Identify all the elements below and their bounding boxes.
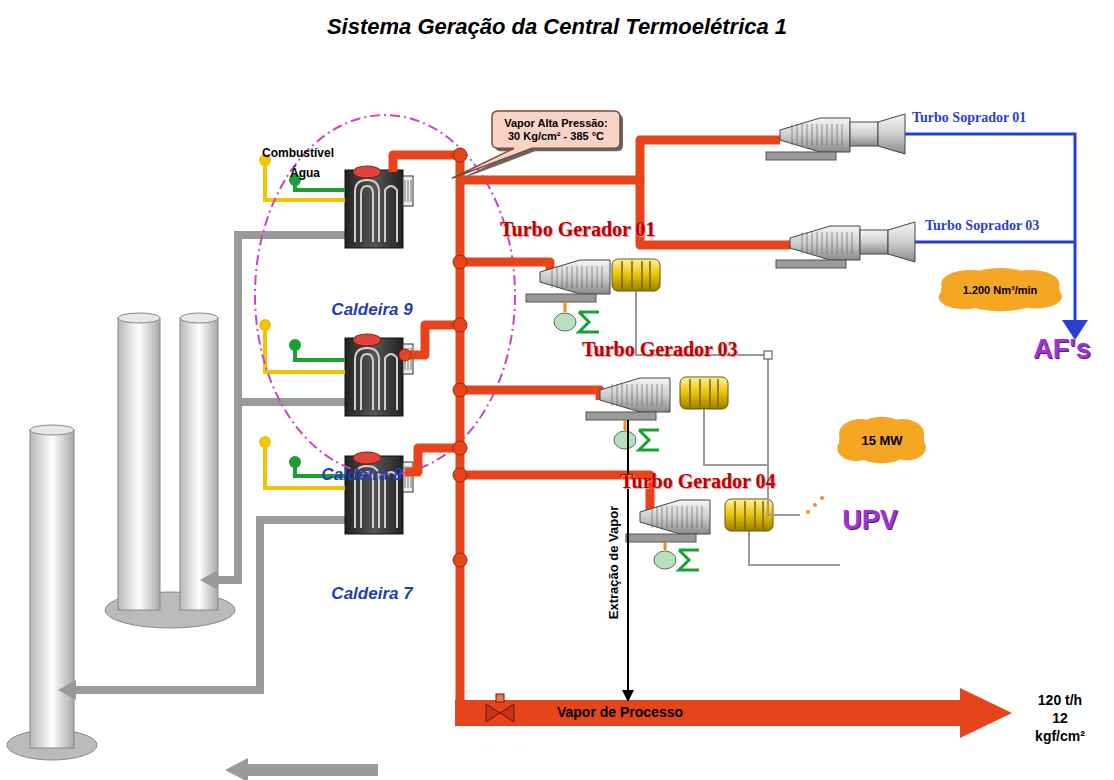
blower-turbine xyxy=(766,118,850,160)
cloud-node: 1.200 Nm³/min xyxy=(941,270,1060,310)
air-lines xyxy=(905,134,1075,322)
boiler-symbol xyxy=(345,452,413,534)
boiler-symbol xyxy=(345,334,413,416)
steam-pipes xyxy=(393,140,790,713)
callout-box: Vapor Alta Pressão: 30 Kg/cm² - 385 °C xyxy=(492,111,620,148)
flue-arrowheads xyxy=(58,570,378,780)
extraction-line xyxy=(627,420,629,694)
pressure-unit: kgf/cm² xyxy=(1035,728,1085,744)
destination-label: AF's xyxy=(1033,334,1090,365)
power-lines xyxy=(636,291,840,565)
condensate-pump xyxy=(554,312,599,332)
generator-turbine xyxy=(586,378,670,420)
boiler-symbol xyxy=(345,166,413,248)
generator xyxy=(680,377,728,409)
generator xyxy=(725,499,773,531)
blower-label: Turbo Soprador 03 xyxy=(925,218,1039,234)
fuel-water-dots xyxy=(259,154,301,468)
process-steam-label: Vapor de Processo xyxy=(557,704,683,720)
generator xyxy=(612,259,660,291)
node-text: 15 MW xyxy=(861,433,902,448)
node-text-holder: 15 MW xyxy=(861,433,902,448)
boiler-label: Caldeira 7 xyxy=(331,584,412,604)
boiler-label: Caldeira 8 xyxy=(321,465,402,485)
destination-label: UPV xyxy=(842,505,898,536)
cloud-node: 15 MW xyxy=(839,419,924,462)
fuel-water-lines xyxy=(265,160,345,488)
condensate-pump xyxy=(654,550,699,570)
fuel-label: Combustível xyxy=(262,146,334,160)
node-text-holder: 1.200 Nm³/min xyxy=(963,284,1038,296)
pressure-value: 12 xyxy=(1052,710,1068,726)
flue-ducts xyxy=(72,235,345,690)
boiler-label: Caldeira 9 xyxy=(331,300,412,320)
node-text: Vapor Alta Pressão: 30 Kg/cm² - 385 °C xyxy=(500,117,612,142)
diagram-title: Sistema Geração da Central Termoelétrica… xyxy=(0,14,1114,40)
generator-label: Turbo Gerador 01 xyxy=(500,218,656,241)
power-dots xyxy=(806,496,824,514)
generator-label: Turbo Gerador 04 xyxy=(620,470,776,493)
generator-turbine xyxy=(526,260,610,302)
generator-label: Turbo Gerador 03 xyxy=(582,338,738,361)
extraction-label: Extração de Vapor xyxy=(606,505,621,618)
generator-turbine xyxy=(626,500,710,542)
blower-turbine xyxy=(776,226,860,268)
node-text-holder: Vapor Alta Pressão: 30 Kg/cm² - 385 °C xyxy=(500,117,612,142)
node-text: 1.200 Nm³/min xyxy=(963,284,1038,296)
condensate-pump xyxy=(614,430,659,450)
control-valve xyxy=(486,694,514,722)
blower-label: Turbo Soprador 01 xyxy=(912,110,1026,126)
flow-rate: 120 t/h xyxy=(1038,692,1082,708)
process-steam-arrow xyxy=(460,560,1012,738)
water-label: Água xyxy=(290,166,320,180)
steam-joints xyxy=(399,148,467,567)
